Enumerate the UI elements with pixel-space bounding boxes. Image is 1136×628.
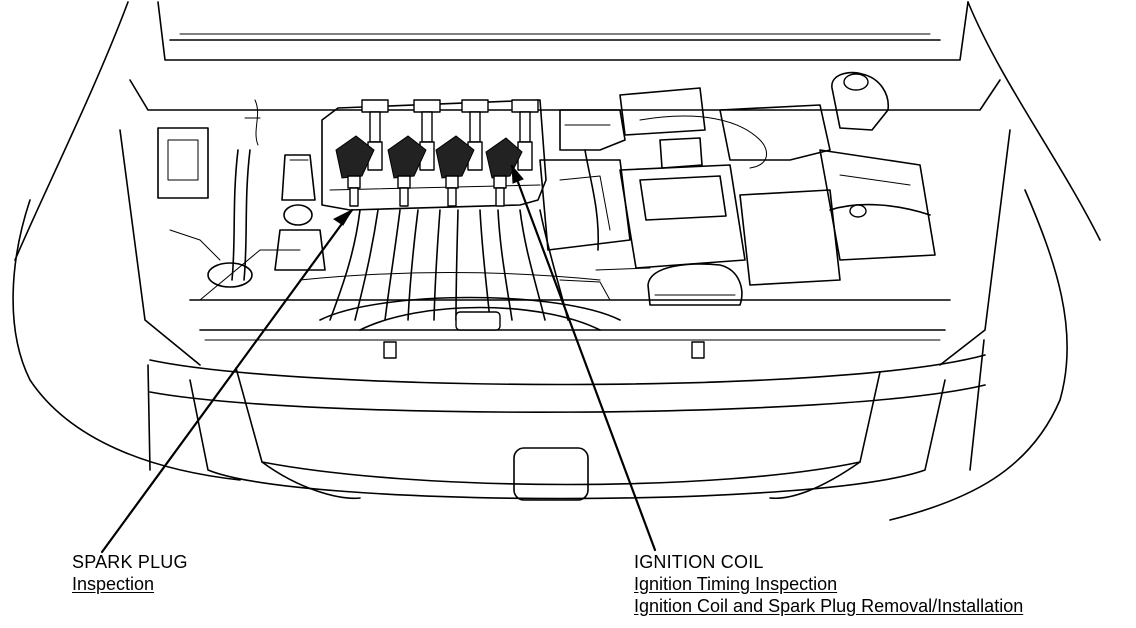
spark-plug-arrow-icon [333,208,354,226]
leader-lines [100,164,657,554]
ignition-coil-2 [387,99,441,207]
emblem-icon [513,447,589,501]
spark-plug-callout: SPARK PLUG Inspection [72,551,188,595]
spark-plug-inspection-link[interactable]: Inspection [72,574,155,594]
right-side-components [539,71,936,306]
left-side-components [157,99,326,301]
ignition-coil-arrow-icon [511,164,524,184]
radiator-support [189,296,951,359]
ignition-coil-title: IGNITION COIL [634,552,764,572]
ignition-coil-4 [485,99,539,207]
car-body-outline [12,1,1101,521]
battery [619,164,746,269]
intake-manifold [299,209,601,331]
coil-and-plug-removal-link[interactable]: Ignition Coil and Spark Plug Removal/Ins… [634,596,1024,616]
spark-plug-leader-line [100,208,354,554]
ignition-coil-1 [335,99,389,207]
ignition-coil-leader-line [510,164,657,552]
ignition-coil-callout: IGNITION COIL Ignition Timing Inspection… [634,551,1023,617]
ignition-timing-inspection-link[interactable]: Ignition Timing Inspection [634,574,838,594]
front-bumper [149,354,986,501]
spark-plug-title: SPARK PLUG [72,552,188,572]
ignition-coil-3 [435,99,489,207]
